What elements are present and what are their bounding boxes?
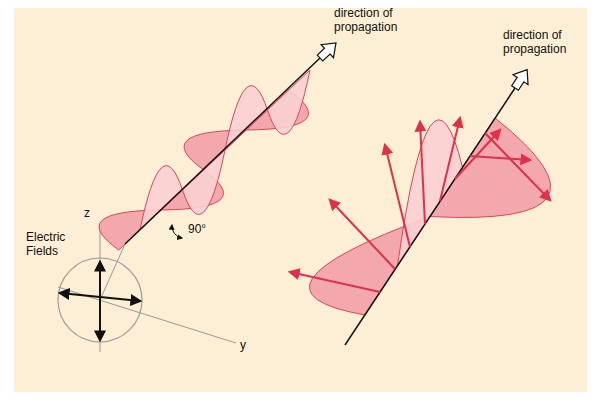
open-arrowhead-shape: [507, 65, 534, 93]
axes-caption: Electric Fields: [26, 230, 80, 258]
field-vector: [470, 156, 530, 160]
open-arrowhead: [507, 65, 534, 93]
z-axis: [100, 224, 101, 352]
coordinate-system: [58, 224, 236, 352]
background-panel: [14, 8, 587, 392]
propagation-label: direction of propagation: [334, 6, 418, 34]
field-vector: [420, 122, 425, 224]
field-circle: [58, 258, 142, 342]
axis-label: y: [240, 338, 246, 352]
open-arrowhead: [314, 36, 342, 64]
propagation-axis-extension: [100, 244, 125, 300]
open-arrowhead-shape: [314, 36, 342, 64]
field-vector: [440, 118, 460, 201]
wave-lobe: [225, 86, 268, 150]
angle-mark: [172, 225, 182, 238]
horizontal-field-arrow: [60, 293, 140, 301]
wave-lobe: [398, 120, 463, 266]
vertical-field-arrow: [99, 262, 101, 340]
field-vector: [485, 133, 550, 200]
axis-label: z: [84, 206, 90, 220]
propagation-axis: [345, 88, 515, 345]
circular-wave-vertical: [398, 120, 463, 266]
rotating-field-vectors: [290, 118, 550, 292]
propagation-label: direction of propagation: [503, 28, 587, 56]
field-vector: [385, 145, 410, 247]
field-vector: [455, 130, 500, 179]
field-vector: [290, 272, 380, 292]
propagation-axis: [125, 58, 320, 244]
wave-lobe: [140, 166, 183, 230]
angle-label: 90°: [188, 222, 206, 236]
field-vector: [330, 200, 395, 269]
y-axis: [58, 287, 236, 343]
